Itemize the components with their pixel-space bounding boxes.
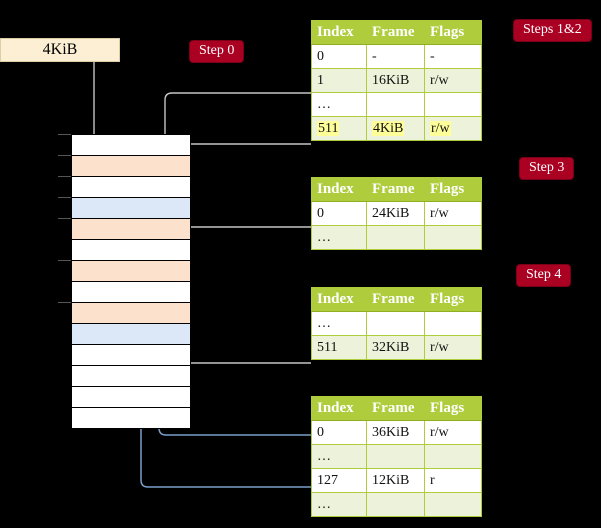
table-cell-index: 1 — [311, 68, 367, 93]
memory-frame-cell — [72, 198, 190, 219]
memory-frame-cell — [72, 240, 190, 261]
table-cell-frame — [366, 225, 425, 250]
table-cell-flags — [424, 492, 482, 517]
table-cell-flags: - — [424, 44, 482, 69]
column-header-frame: Frame — [366, 396, 425, 421]
badge-step-0: Step 0 — [190, 41, 244, 62]
column-header-flags: Flags — [424, 396, 482, 421]
memory-frame-column — [71, 134, 191, 429]
table-row: … — [311, 311, 482, 336]
badge-step-4: Step 4 — [517, 265, 571, 286]
table-cell-flags: r — [424, 468, 482, 493]
memory-frame-cell — [72, 303, 190, 324]
table-cell-index: … — [311, 492, 367, 517]
table-row: 0-- — [311, 44, 482, 69]
memory-tick — [58, 176, 71, 177]
column-header-flags: Flags — [424, 177, 482, 202]
badge-step-3: Step 3 — [520, 158, 574, 179]
table-cell-index: … — [311, 444, 367, 469]
table-cell-flags — [424, 225, 482, 250]
memory-frame-cell — [72, 324, 190, 345]
table-row: … — [311, 225, 482, 250]
table-cell-frame — [366, 444, 425, 469]
table-cell-frame: 36KiB — [366, 420, 425, 445]
memory-tick — [58, 218, 71, 219]
memory-frame-cell — [72, 177, 190, 198]
memory-frame-cell — [72, 366, 190, 387]
column-header-index: Index — [311, 287, 367, 312]
table-cell-flags: r/w — [424, 335, 482, 360]
table-cell-index: … — [311, 311, 367, 336]
table-cell-flags — [424, 311, 482, 336]
memory-frame-cell — [72, 261, 190, 282]
table-cell-index: … — [311, 225, 367, 250]
table-cell-index: 0 — [311, 201, 367, 226]
table-cell-index: 511 — [311, 116, 367, 141]
table-cell-index: 0 — [311, 420, 367, 445]
badge-steps-1-2: Steps 1&2 — [514, 20, 591, 41]
table-cell-frame: - — [366, 44, 425, 69]
column-header-frame: Frame — [366, 177, 425, 202]
table-cell-index: … — [311, 92, 367, 117]
column-header-frame: Frame — [366, 287, 425, 312]
table-cell-frame: 4KiB — [366, 116, 425, 141]
table-row: … — [311, 444, 482, 469]
table-cell-flags: r/w — [424, 116, 482, 141]
memory-frame-cell — [72, 219, 190, 240]
column-header-flags: Flags — [424, 287, 482, 312]
column-header-index: Index — [311, 177, 367, 202]
table-cell-frame: 24KiB — [366, 201, 425, 226]
column-header-index: Index — [311, 20, 367, 45]
table-cell-flags: r/w — [424, 420, 482, 445]
table-cell-frame: 16KiB — [366, 68, 425, 93]
table-cell-frame: 32KiB — [366, 335, 425, 360]
table-cell-flags — [424, 444, 482, 469]
table-cell-flags — [424, 92, 482, 117]
memory-frame-cell — [72, 408, 190, 429]
memory-frame-cell — [72, 345, 190, 366]
column-header-flags: Flags — [424, 20, 482, 45]
table-cell-frame: 12KiB — [366, 468, 425, 493]
column-header-frame: Frame — [366, 20, 425, 45]
memory-frame-cell — [72, 156, 190, 177]
memory-frame-cell — [72, 387, 190, 408]
table-cell-flags: r/w — [424, 201, 482, 226]
memory-frame-cell — [72, 135, 190, 156]
table-row: … — [311, 492, 482, 517]
table-cell-flags: r/w — [424, 68, 482, 93]
table-cell-index: 511 — [311, 335, 367, 360]
memory-tick — [58, 302, 71, 303]
memory-tick — [58, 197, 71, 198]
memory-tick — [58, 155, 71, 156]
memory-tick — [58, 134, 71, 135]
memory-tick — [58, 260, 71, 261]
memory-frame-cell — [72, 282, 190, 303]
table-cell-frame — [366, 92, 425, 117]
table-cell-frame — [366, 492, 425, 517]
table-cell-index: 127 — [311, 468, 367, 493]
table-row: … — [311, 92, 482, 117]
column-header-index: Index — [311, 396, 367, 421]
source-box-4kib: 4KiB — [0, 38, 120, 62]
table-cell-index: 0 — [311, 44, 367, 69]
table-cell-frame — [366, 311, 425, 336]
